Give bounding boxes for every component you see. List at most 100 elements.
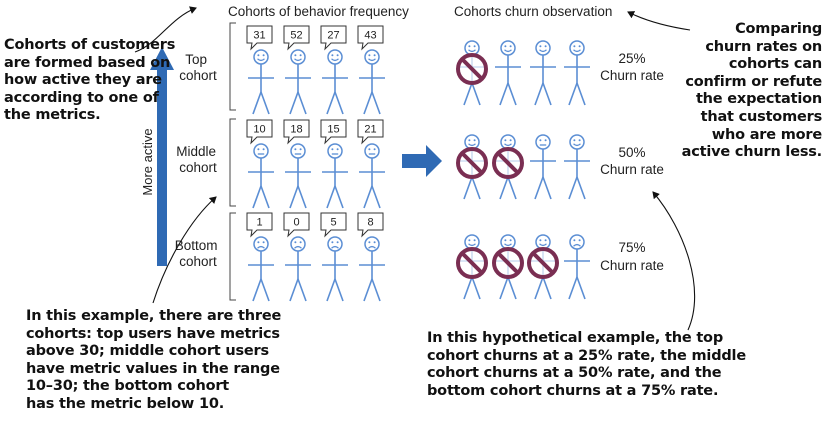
right-eye — [299, 54, 302, 57]
top-cohort-label-line-2: cohort — [179, 68, 217, 83]
head — [290, 236, 306, 252]
hypothetical-line-2: cohort churns at a 25% rate, the middle — [427, 347, 746, 364]
prohibited-sign-icon — [456, 147, 488, 179]
left-eye — [504, 45, 507, 48]
left-leg — [363, 185, 373, 209]
right-eye — [299, 241, 302, 244]
right-eye — [578, 45, 581, 48]
right-eye — [544, 239, 547, 242]
right-eye — [336, 148, 339, 151]
right-leg — [297, 91, 307, 115]
prohibited-sign-icon — [492, 147, 524, 179]
customer-figure: 5 — [320, 212, 348, 302]
example-line-4: have metric values in the range — [26, 360, 280, 377]
middle-cohort-bracket — [229, 118, 236, 207]
compare-line-3: cohorts can — [728, 56, 822, 73]
head — [364, 236, 380, 252]
metric-value: 15 — [327, 124, 339, 136]
head — [364, 49, 380, 65]
head — [535, 40, 551, 56]
churned-customer-figure — [527, 234, 559, 300]
value-bubble — [320, 119, 347, 145]
compare-line-6: that customers — [700, 108, 823, 125]
right-leg — [542, 82, 552, 106]
left-leg — [289, 185, 299, 209]
formed-callout: Cohorts of customers are formed based on… — [4, 37, 175, 125]
example-line-6: has the metric below 10. — [26, 395, 225, 412]
middle-churn-label: Churn rate — [600, 162, 664, 177]
left-title: Cohorts of behavior frequency — [228, 4, 409, 19]
metric-value: 0 — [293, 217, 299, 229]
middle-churn-pct: 50% — [618, 145, 645, 160]
customer-figure: 8 — [357, 212, 385, 302]
right-leg — [471, 82, 481, 106]
left-eye — [368, 241, 371, 244]
value-bubble — [283, 119, 310, 145]
smile-mouth — [504, 49, 512, 53]
right-leg — [371, 278, 381, 302]
formed-connector — [134, 6, 197, 53]
left-eye — [294, 54, 297, 57]
hypothetical-line-4: bottom cohort churns at a 75% rate. — [427, 382, 719, 399]
metric-value: 10 — [253, 124, 265, 136]
prohibited-slash — [460, 151, 484, 175]
metric-value: 1 — [256, 217, 262, 229]
left-leg — [463, 82, 473, 106]
example-line-3: above 30; middle cohort users — [26, 343, 269, 360]
right-eye — [336, 241, 339, 244]
head — [569, 234, 585, 250]
bottom-cohort-label: Bottom cohort — [175, 238, 222, 269]
compare-line-2: churn rates on — [705, 38, 822, 55]
frown-mouth — [257, 245, 265, 249]
compare-line-5: the expectation — [695, 91, 822, 108]
smile-mouth — [573, 49, 581, 53]
compare-line-8: active churn less. — [681, 144, 823, 161]
frown-mouth — [573, 243, 581, 247]
metric-value: 31 — [253, 30, 265, 42]
customer-figure: 31 — [246, 25, 274, 115]
left-eye — [294, 148, 297, 151]
frown-mouth — [368, 245, 376, 249]
top-cohort-label: Top cohort — [179, 52, 217, 83]
prohibited-slash — [531, 251, 555, 275]
right-leg — [260, 91, 270, 115]
right-leg — [576, 82, 586, 106]
head — [464, 234, 480, 250]
churned-customer-figure — [492, 134, 524, 200]
value-bubble — [246, 119, 273, 145]
middle-cohort-label: Middle cohort — [176, 144, 220, 175]
right-leg — [334, 91, 344, 115]
right-leg — [471, 176, 481, 200]
value-bubble — [320, 25, 347, 51]
right-eye — [473, 139, 476, 142]
left-eye — [257, 54, 260, 57]
prohibited-slash — [460, 251, 484, 275]
head — [500, 134, 516, 150]
value-bubble — [357, 212, 384, 238]
left-eye — [504, 239, 507, 242]
top-churn-pct: 25% — [618, 51, 645, 66]
example-line-2: cohorts: top users have metrics — [26, 325, 280, 342]
more-active-arrow-head — [150, 47, 174, 70]
customer-figure: 27 — [320, 25, 348, 115]
head — [327, 49, 343, 65]
prohibited-sign-icon — [527, 247, 559, 279]
left-leg — [289, 278, 299, 302]
customer-figure: 15 — [320, 119, 348, 209]
example-callout: In this example, there are three cohorts… — [26, 308, 281, 414]
metric-value: 27 — [327, 30, 339, 42]
smile-mouth — [573, 143, 581, 147]
middle-cohort-label-line-1: Middle — [176, 144, 216, 159]
retained-customer-figure — [564, 40, 590, 106]
left-eye — [468, 45, 471, 48]
left-leg — [252, 185, 262, 209]
customer-figure: 43 — [357, 25, 385, 115]
prohibited-sign-icon — [492, 247, 524, 279]
head — [327, 236, 343, 252]
retained-customer-figure — [530, 134, 556, 200]
value-bubble — [246, 212, 273, 238]
smile-mouth — [468, 49, 476, 53]
right-leg — [507, 276, 517, 300]
left-eye — [294, 241, 297, 244]
